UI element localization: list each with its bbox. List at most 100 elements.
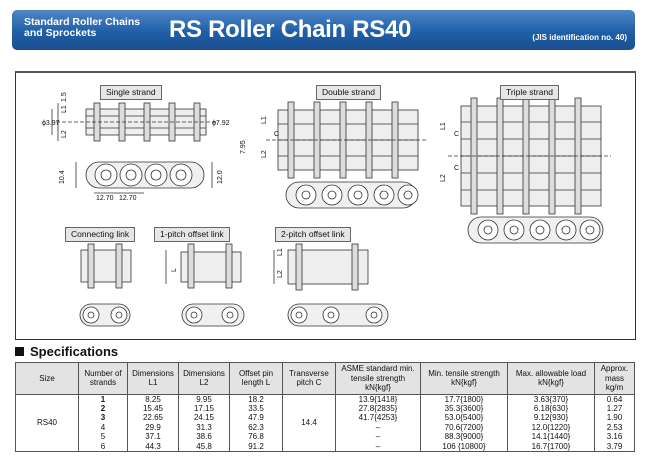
dim-pitch-1: 12.70 xyxy=(96,195,114,202)
cell-max: 9.12{930} xyxy=(507,413,595,423)
table-row: 2 15.45 17.15 33.5 27.8{2835} 35.3{3600}… xyxy=(16,403,635,414)
cell-strands: 5 xyxy=(78,432,128,442)
col-asme: ASME standard min. tensile strength kN{k… xyxy=(335,362,421,395)
dim-l1-single: L1 xyxy=(61,105,68,113)
label-double-strand: Double strand xyxy=(316,85,381,100)
single-strand-top-view xyxy=(51,102,216,142)
dim-plate-offset: 1.5 xyxy=(61,92,68,102)
dim-l2-triple: L2 xyxy=(440,174,447,182)
cell-mass: 3.16 xyxy=(594,432,635,442)
col-offset-pin: Offset pin length L xyxy=(229,362,283,395)
dim-c-triple-1: C xyxy=(454,131,459,138)
dim-l-offset1: L xyxy=(171,268,178,272)
dim-c-double: C xyxy=(274,131,279,138)
chain-diagrams: ϕ3.97 ϕ7.92 1.5 L1 L2 7.95 10.4 12.0 12.… xyxy=(42,92,611,327)
cell-min: 53.0{5400} xyxy=(420,413,508,423)
cell-transverse: 14.4 xyxy=(282,394,336,452)
cell-l1: 44.3 xyxy=(127,441,179,452)
cell-mass: 2.53 xyxy=(594,422,635,433)
cell-max: 3.63{370} xyxy=(507,394,595,404)
cell-offset: 47.9 xyxy=(229,413,283,423)
table-row: 6 44.3 45.8 91.2 – 106 {10800} 16.7{1700… xyxy=(16,441,635,452)
cell-mass: 3.79 xyxy=(594,441,635,452)
cell-strands: 3 xyxy=(78,413,128,423)
specifications-table: Size Number of strands Dimensions L1 Dim… xyxy=(15,362,635,452)
cell-asme: – xyxy=(335,441,421,452)
square-bullet-icon xyxy=(15,347,24,356)
cell-offset: 62.3 xyxy=(229,422,283,433)
cell-min: 106 {10800} xyxy=(420,441,508,452)
col-transverse: Transverse pitch C xyxy=(282,362,336,395)
cell-l1: 8.25 xyxy=(127,394,179,404)
subtitle-line-2: and Sprockets xyxy=(24,27,97,39)
cell-asme: 27.8{2835} xyxy=(335,403,421,414)
col-dim-l1: Dimensions L1 xyxy=(127,362,179,395)
dim-plate-height-inner: 10.4 xyxy=(59,170,66,184)
cell-asme: 41.7{4253} xyxy=(335,413,421,423)
offset-link-2-view xyxy=(273,243,389,327)
dim-l1-double: L1 xyxy=(261,116,268,124)
connecting-link-view xyxy=(79,243,132,327)
label-triple-strand: Triple strand xyxy=(500,85,559,100)
header-banner: Standard Roller Chains and Sprockets RS … xyxy=(12,10,635,50)
table-row: 4 29.9 31.3 62.3 – 70.6{7200} 12.0{1220}… xyxy=(16,422,635,433)
cell-l1: 22.65 xyxy=(127,413,179,423)
cell-min: 88.3{9000} xyxy=(420,432,508,442)
dim-l2-double: L2 xyxy=(261,150,268,158)
cell-max: 14.1{1440} xyxy=(507,432,595,442)
table-row: 3 22.65 24.15 47.9 41.7{4253} 53.0{5400}… xyxy=(16,413,635,423)
cell-max: 16.7{1700} xyxy=(507,441,595,452)
offset-link-1-view xyxy=(165,243,245,327)
cell-l2: 38.6 xyxy=(178,432,230,442)
cell-asme: – xyxy=(335,432,421,442)
cell-offset: 76.8 xyxy=(229,432,283,442)
cell-min: 70.6{7200} xyxy=(420,422,508,433)
dim-roller-diameter: ϕ7.92 xyxy=(212,120,230,127)
cell-max: 12.0{1220} xyxy=(507,422,595,433)
dim-l1-offset2: L1 xyxy=(277,248,284,256)
specifications-heading: Specifications xyxy=(15,344,118,359)
table-header-row: Size Number of strands Dimensions L1 Dim… xyxy=(15,362,635,395)
cell-l2: 45.8 xyxy=(178,441,230,452)
dim-plate-height-outer: 12.0 xyxy=(217,170,224,184)
cell-offset: 33.5 xyxy=(229,403,283,414)
col-strands: Number of strands xyxy=(78,362,128,395)
cell-strands: 1 xyxy=(78,394,128,404)
col-max-load: Max. allowable load kN{kgf} xyxy=(507,362,595,395)
cell-l2: 9.95 xyxy=(178,394,230,404)
double-strand-view xyxy=(266,101,428,209)
dim-l2-offset2: L2 xyxy=(277,270,284,278)
cell-mass: 0.64 xyxy=(594,394,635,404)
table-row: RS40 1 8.25 9.95 18.2 14.4 13.9{1418} 17… xyxy=(15,394,635,452)
label-offset-link-1: 1-pitch offset link xyxy=(154,227,230,242)
triple-strand-view xyxy=(448,97,611,244)
cell-l2: 31.3 xyxy=(178,422,230,433)
cell-strands: 2 xyxy=(78,403,128,414)
diagram-panel: ϕ3.97 ϕ7.92 1.5 L1 L2 7.95 10.4 12.0 12.… xyxy=(15,71,636,340)
cell-l1: 37.1 xyxy=(127,432,179,442)
header-subtitle: Standard Roller Chains and Sprockets xyxy=(24,17,140,39)
cell-asme: – xyxy=(335,422,421,433)
cell-offset: 91.2 xyxy=(229,441,283,452)
col-dim-l2: Dimensions L2 xyxy=(178,362,230,395)
dim-inner-width: 7.95 xyxy=(240,140,247,154)
dim-l1-triple: L1 xyxy=(440,122,447,130)
cell-mass: 1.27 xyxy=(594,403,635,414)
label-single-strand: Single strand xyxy=(100,85,162,100)
cell-l2: 24.15 xyxy=(178,413,230,423)
col-min-tensile: Min. tensile strength kN{kgf} xyxy=(420,362,508,395)
jis-note: (JIS identification no. 40) xyxy=(532,33,627,42)
single-strand-side-view xyxy=(75,161,213,194)
cell-min: 17.7{1800} xyxy=(420,394,508,404)
label-connecting-link: Connecting link xyxy=(65,227,136,242)
cell-l1: 15.45 xyxy=(127,403,179,414)
cell-max: 6.18{630} xyxy=(507,403,595,414)
page-title: RS Roller Chain RS40 xyxy=(169,16,412,43)
dim-pin-diameter: ϕ3.97 xyxy=(42,120,60,127)
dim-pitch-2: 12.70 xyxy=(119,195,137,202)
cell-asme: 13.9{1418} xyxy=(335,394,421,404)
label-offset-link-2: 2-pitch offset link xyxy=(275,227,351,242)
col-mass: Approx. mass kg/m xyxy=(594,362,635,395)
size-cell: RS40 xyxy=(15,394,79,452)
dim-c-triple-2: C xyxy=(454,165,459,172)
